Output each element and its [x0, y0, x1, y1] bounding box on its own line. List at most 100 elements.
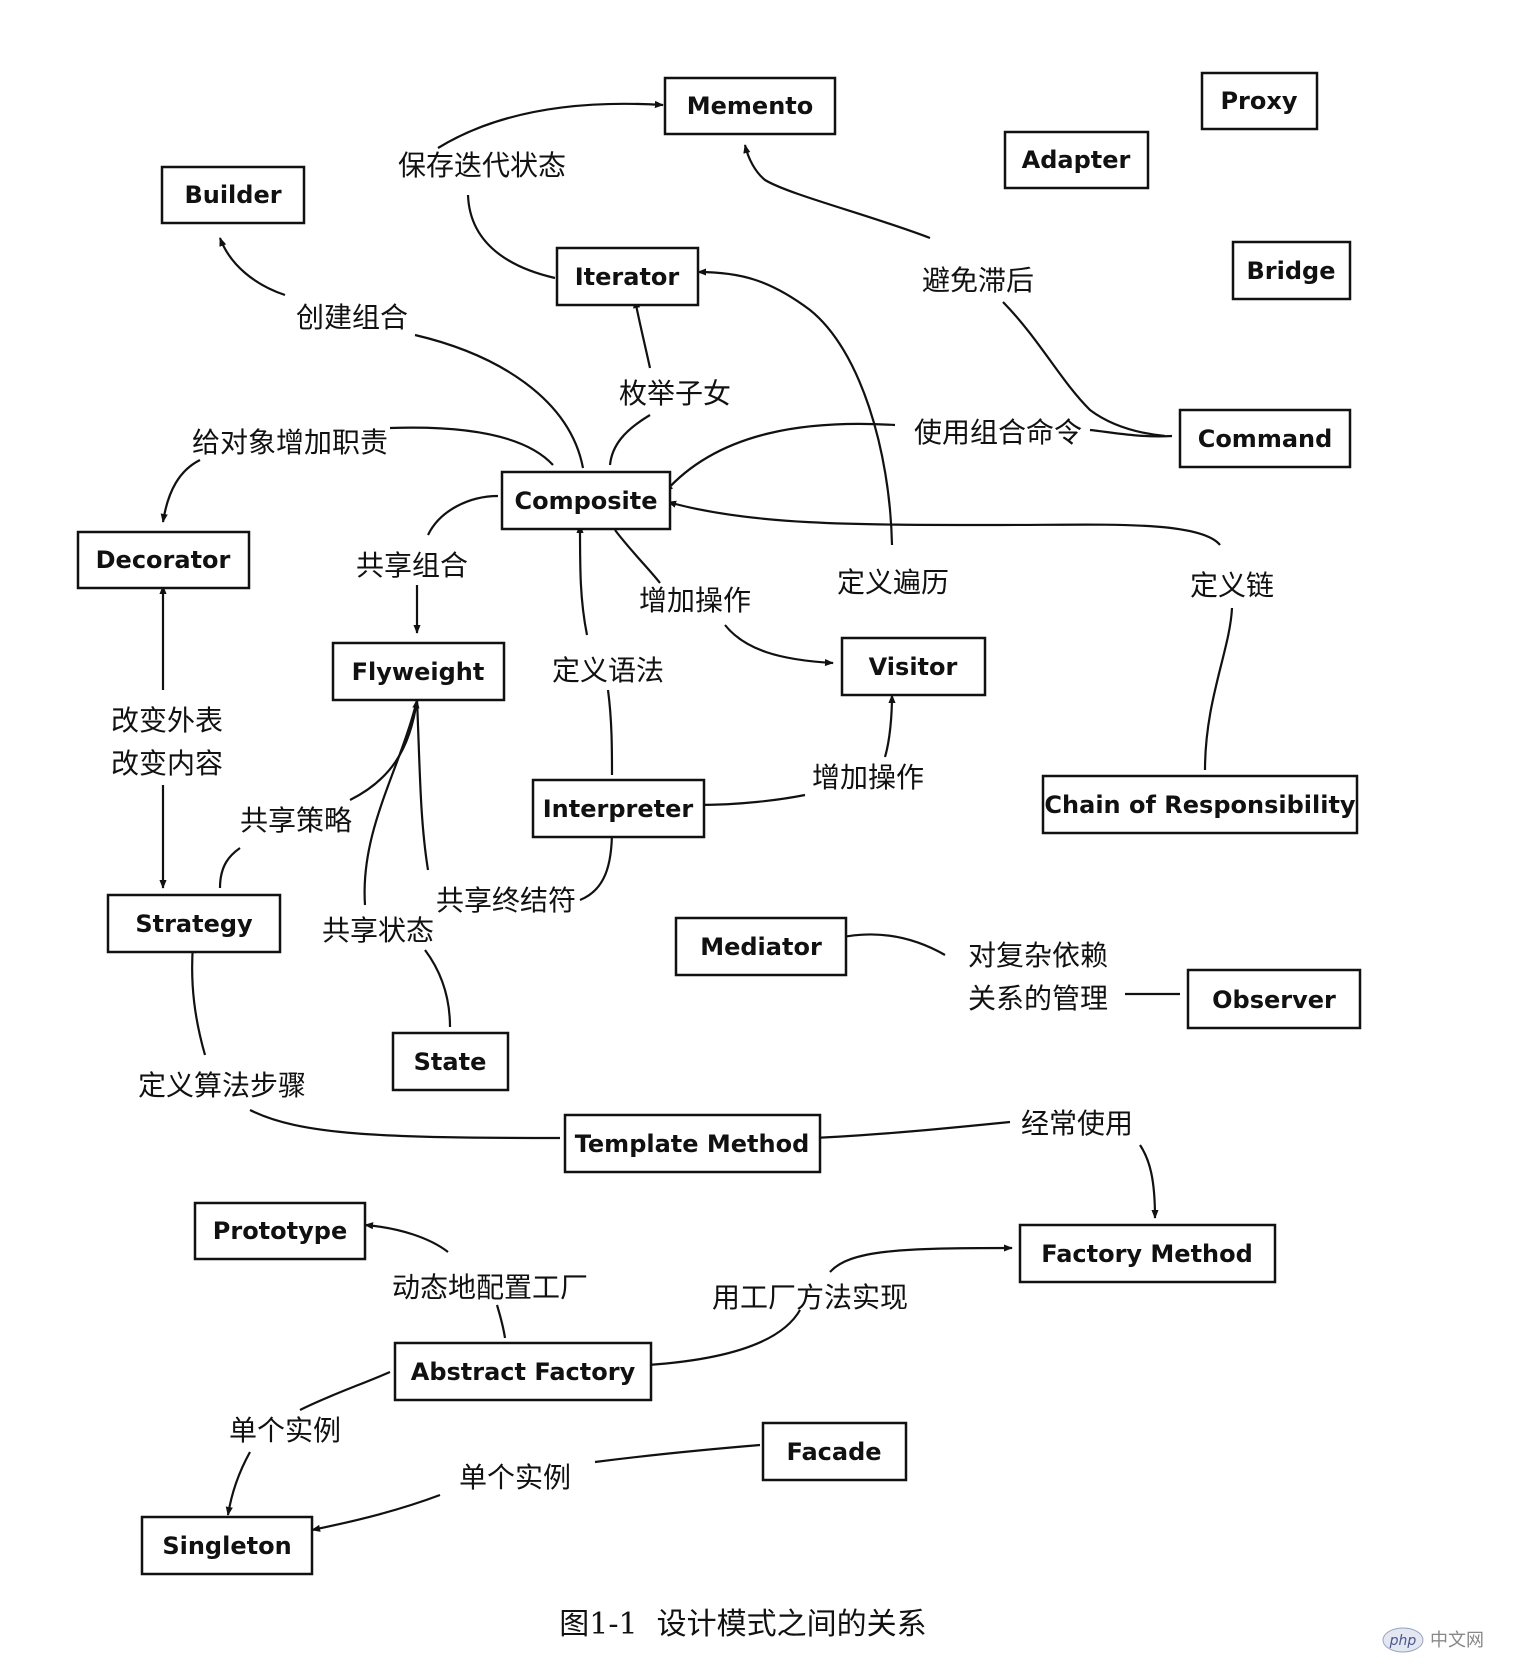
edge-abstract-factory-upper — [829, 1244, 1013, 1273]
node-singleton-label: Singleton — [162, 1532, 291, 1560]
label-complex-dependency-1: 对复杂依赖 — [968, 939, 1108, 972]
edge-state-flyweight-lower — [424, 949, 452, 1028]
label-often-uses: 经常使用 — [1021, 1107, 1133, 1140]
edge-state-flyweight-upper — [363, 699, 419, 906]
label-single-instance-abstract-factory: 单个实例 — [229, 1414, 341, 1447]
edge-command-composite-right — [1089, 428, 1173, 438]
node-visitor-label: Visitor — [869, 653, 958, 681]
node-visitor: Visitor — [840, 636, 987, 697]
label-avoid-hysteresis: 避免滞后 — [922, 264, 1034, 297]
edge-facade-singleton-right — [594, 1443, 761, 1464]
label-change-guts: 改变内容 — [111, 747, 223, 780]
node-composite: Composite — [500, 470, 672, 531]
edge-observer-mediator-upper — [837, 932, 946, 956]
node-builder-label: Builder — [184, 181, 281, 209]
node-composite-label: Composite — [514, 487, 657, 515]
node-command: Command — [1178, 408, 1352, 469]
edge-template-factory-right — [1139, 1144, 1159, 1219]
edge-strategy-flyweight-upper — [349, 699, 420, 801]
node-facade-label: Facade — [786, 1438, 881, 1466]
label-single-instance-facade: 单个实例 — [459, 1461, 571, 1494]
label-use-composite-command: 使用组合命令 — [914, 416, 1082, 449]
figure-caption: 图1-1 设计模式之间的关系 — [559, 1607, 926, 1642]
watermark-logo-text: php — [1389, 1633, 1417, 1649]
node-chain-of-responsibility: Chain of Responsibility — [1041, 774, 1359, 835]
edge-composite-builder-upper — [218, 237, 286, 297]
label-change-skin: 改变外表 — [111, 704, 223, 737]
label-share-terminal: 共享终结符 — [436, 884, 576, 917]
node-adapter: Adapter — [1003, 130, 1150, 190]
label-add-responsibility: 给对象增加职责 — [192, 426, 388, 459]
label-enumerate-children: 枚举子女 — [619, 377, 731, 410]
node-proxy: Proxy — [1200, 71, 1319, 131]
node-singleton: Singleton — [140, 1515, 314, 1576]
edge-interpreter-visitor-upper — [883, 694, 896, 758]
edge-abstract-singleton-upper — [299, 1370, 391, 1411]
edge-abstract-factory-right — [647, 1309, 801, 1367]
edge-interpreter-flyweight-right — [579, 829, 614, 902]
node-mediator-label: Mediator — [700, 933, 822, 961]
edge-composite-builder-lower — [414, 333, 585, 469]
edge-composite-visitor-upper — [614, 529, 661, 584]
edge-abstract-prototype-lower — [495, 1304, 507, 1339]
edge-command-memento-upper — [743, 144, 931, 240]
edge-chain-composite-lower — [1203, 607, 1234, 771]
edge-composite-iterator-upper — [633, 299, 652, 369]
node-adapter-label: Adapter — [1022, 146, 1131, 174]
label-add-operation-composite: 增加操作 — [639, 584, 751, 617]
node-factory-method: Factory Method — [1018, 1223, 1277, 1284]
edge-composite-visitor-lower — [724, 624, 834, 667]
edges — [159, 100, 1234, 1532]
edge-labels: 保存迭代状态 避免滞后 创建组合 枚举子女 使用组合命令 给对象增加职责 共享组… — [111, 149, 1274, 1494]
node-iterator-label: Iterator — [575, 263, 680, 291]
node-abstract-factory-label: Abstract Factory — [411, 1358, 636, 1386]
label-add-operation-interpreter: 增加操作 — [812, 761, 924, 794]
node-strategy: Strategy — [106, 893, 282, 954]
node-abstract-factory: Abstract Factory — [393, 1341, 653, 1402]
edge-interpreter-composite-lower — [606, 689, 614, 776]
edge-template-factory-left — [811, 1120, 1011, 1140]
label-share-composite: 共享组合 — [356, 549, 468, 582]
label-complex-dependency-2: 关系的管理 — [968, 982, 1108, 1015]
node-prototype-label: Prototype — [213, 1217, 347, 1245]
edge-iterator-memento-lower — [466, 194, 556, 280]
watermark-text: 中文网 — [1430, 1630, 1484, 1651]
edge-template-strategy-upper — [188, 944, 207, 1056]
nodes: Memento Proxy Adapter Builder Iterator B… — [76, 71, 1362, 1576]
label-configure-factory: 动态地配置工厂 — [392, 1271, 588, 1304]
watermark-logo-icon — [1382, 1627, 1424, 1653]
label-define-chain: 定义链 — [1190, 569, 1274, 602]
edge-composite-iterator-lower — [608, 414, 651, 466]
node-builder: Builder — [160, 165, 306, 225]
node-state: State — [391, 1031, 510, 1092]
label-save-iteration-state: 保存迭代状态 — [398, 149, 566, 182]
edge-interpreter-composite-upper — [576, 524, 589, 636]
node-factory-method-label: Factory Method — [1041, 1240, 1253, 1268]
node-decorator: Decorator — [76, 530, 251, 590]
node-command-label: Command — [1198, 425, 1333, 453]
edge-facade-singleton-left — [311, 1493, 441, 1532]
node-prototype: Prototype — [193, 1201, 367, 1261]
node-observer-label: Observer — [1212, 986, 1336, 1014]
node-strategy-label: Strategy — [135, 910, 253, 938]
edge-composite-decorator-left — [160, 459, 201, 523]
node-flyweight: Flyweight — [331, 641, 506, 702]
node-memento: Memento — [663, 76, 837, 136]
edge-visitor-iterator — [697, 268, 894, 546]
edge-composite-decorator-right — [389, 426, 554, 466]
node-decorator-label: Decorator — [96, 546, 231, 574]
node-template-method: Template Method — [563, 1113, 822, 1174]
edge-command-composite-left — [664, 422, 896, 493]
node-observer: Observer — [1186, 968, 1362, 1030]
edge-command-memento-lower — [1002, 301, 1166, 438]
node-bridge: Bridge — [1231, 240, 1352, 301]
edge-abstract-singleton-lower — [225, 1451, 251, 1516]
edge-template-strategy-lower — [249, 1109, 561, 1140]
label-define-algorithm-steps: 定义算法步骤 — [138, 1069, 306, 1102]
node-proxy-label: Proxy — [1220, 87, 1297, 115]
label-share-strategy: 共享策略 — [240, 804, 352, 837]
node-template-method-label: Template Method — [575, 1130, 810, 1158]
edge-iterator-memento-upper — [437, 100, 664, 149]
node-bridge-label: Bridge — [1247, 257, 1336, 285]
